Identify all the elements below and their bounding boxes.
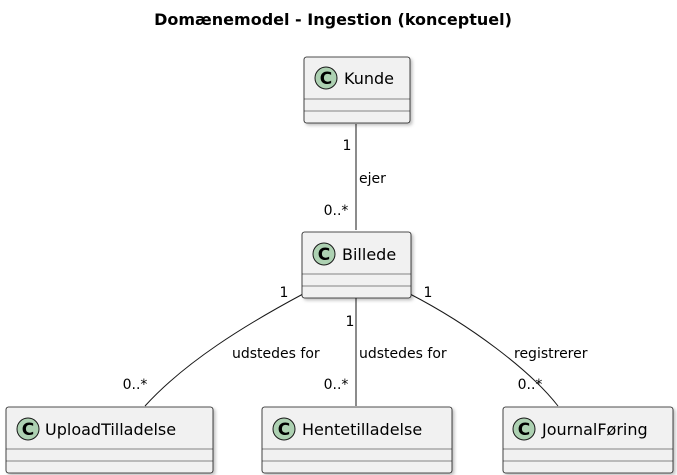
- relation-billede-upload: 1 udstedes for 0..*: [123, 285, 320, 407]
- class-icon-circle: [512, 417, 536, 441]
- class-name: Billede: [342, 245, 396, 264]
- class-name: Hentetilladelse: [302, 420, 422, 439]
- class-icon-letter: C: [518, 420, 530, 440]
- multiplicity-target: 0..*: [518, 377, 543, 393]
- class-kunde[interactable]: C Kunde: [303, 56, 411, 124]
- diagram-title: Domænemodel - Ingestion (konceptuel): [154, 10, 512, 29]
- relation-billede-journal: 1 registrerer 0..*: [409, 285, 588, 407]
- multiplicity-target: 0..*: [123, 377, 148, 393]
- class-journalforing[interactable]: C JournalFøring: [502, 406, 674, 474]
- relation-billede-hente: 1 udstedes for 0..*: [324, 298, 447, 406]
- class-icon-circle: [16, 417, 40, 441]
- multiplicity-source: 1: [346, 314, 355, 330]
- multiplicity-source: 1: [424, 285, 433, 301]
- multiplicity-source: 1: [280, 285, 289, 301]
- class-icon: C: [314, 66, 338, 90]
- class-name: UploadTilladelse: [45, 420, 176, 439]
- edge-line: [144, 293, 304, 407]
- class-billede[interactable]: C Billede: [301, 231, 412, 299]
- class-icon: C: [16, 417, 40, 441]
- class-icon-circle: [272, 417, 296, 441]
- class-icon: C: [512, 417, 536, 441]
- class-hentetilladelse[interactable]: C Hentetilladelse: [261, 406, 453, 474]
- relation-kunde-billede: 1 ejer 0..*: [324, 124, 386, 230]
- relation-label: registrerer: [514, 346, 588, 362]
- class-icon-letter: C: [320, 69, 332, 89]
- class-box: [301, 231, 412, 299]
- relation-label: udstedes for: [359, 346, 447, 362]
- class-icon-letter: C: [318, 245, 330, 265]
- multiplicity-source: 1: [343, 138, 352, 154]
- multiplicity-target: 0..*: [324, 203, 349, 219]
- class-icon-letter: C: [22, 420, 34, 440]
- class-box: [502, 406, 674, 474]
- relation-label: udstedes for: [232, 346, 320, 362]
- class-icon-circle: [312, 242, 336, 266]
- class-icon: C: [272, 417, 296, 441]
- relation-label: ejer: [359, 171, 386, 187]
- class-icon: C: [312, 242, 336, 266]
- class-icon-circle: [314, 66, 338, 90]
- edge-line: [409, 293, 559, 407]
- class-uploadtilladelse[interactable]: C UploadTilladelse: [5, 406, 214, 474]
- class-box: [261, 406, 453, 474]
- multiplicity-target: 0..*: [324, 377, 349, 393]
- class-box: [303, 56, 411, 124]
- class-icon-letter: C: [278, 420, 290, 440]
- class-name: Kunde: [344, 69, 394, 88]
- class-box: [5, 406, 214, 474]
- class-name: JournalFøring: [541, 420, 648, 439]
